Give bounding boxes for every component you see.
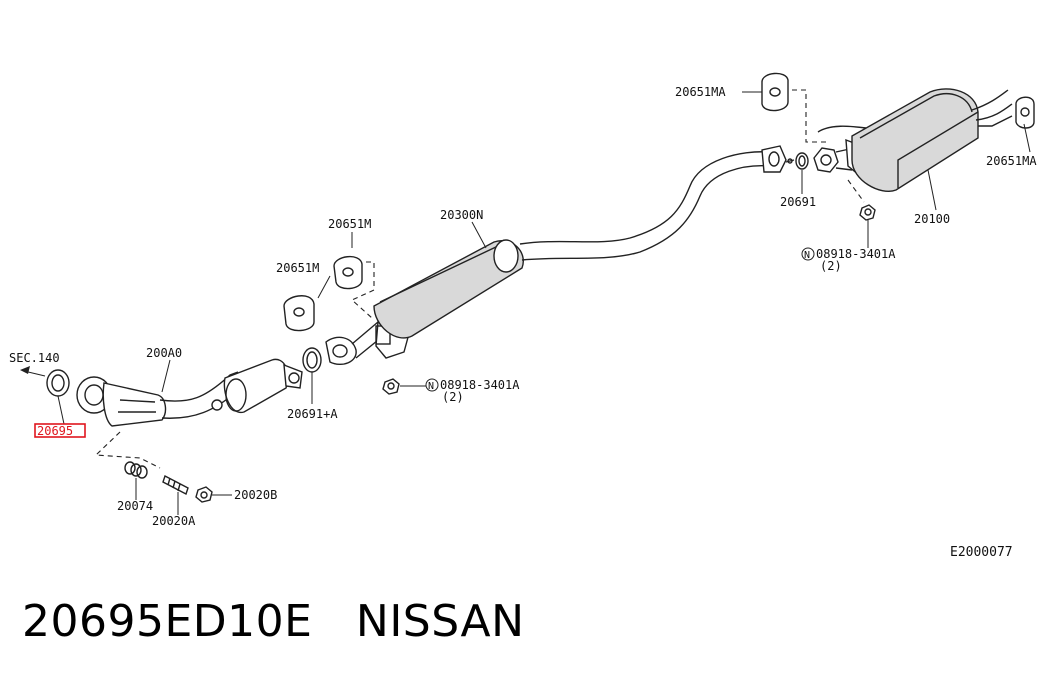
dashed-guide-mounts [351, 261, 375, 319]
label-20074[interactable]: 20074 [117, 499, 153, 513]
dashed-guide-rear-nut [847, 179, 865, 203]
spring-20074[interactable] [124, 461, 148, 479]
leader-20695 [57, 395, 65, 425]
n-symbol-rear: N [801, 247, 815, 261]
label-20020A[interactable]: 20020A [152, 514, 196, 528]
label-08918-front[interactable]: 08918-3401A [440, 378, 520, 392]
stud-20020A[interactable] [162, 474, 189, 496]
label-20695[interactable]: 20695 [37, 424, 73, 438]
label-08918-rear-qty: (2) [820, 259, 842, 273]
label-08918-rear[interactable]: 08918-3401A [816, 247, 896, 261]
dashed-guide-rear-mount [792, 89, 826, 143]
svg-text:N: N [804, 250, 810, 261]
label-20651M-upper[interactable]: 20651M [328, 217, 371, 231]
nut-08918-front[interactable] [382, 378, 400, 395]
part-number-caption: 20695ED10E NISSAN [22, 596, 525, 647]
highlight-box-20695 [34, 423, 86, 438]
dashed-guide-stud [94, 431, 161, 469]
nut-20020B[interactable] [195, 486, 213, 503]
leader-20651MA-right [1023, 123, 1031, 153]
gasket-20691A[interactable] [302, 347, 322, 373]
label-20691[interactable]: 20691 [780, 195, 816, 209]
label-20691A[interactable]: 20691+A [287, 407, 338, 421]
label-08918-front-qty: (2) [442, 390, 464, 404]
svg-text:N: N [428, 381, 434, 392]
label-20100[interactable]: 20100 [914, 212, 950, 226]
label-200A0[interactable]: 200A0 [146, 346, 182, 360]
leader-20300N [471, 221, 487, 249]
gasket-20691[interactable] [795, 152, 809, 170]
sec-140-arrow [20, 366, 46, 377]
nut-08918-rear[interactable] [859, 204, 876, 221]
leader-20100 [927, 169, 937, 211]
label-sec-140: SEC.140 [9, 351, 60, 365]
mount-20651MA-right[interactable] [1015, 96, 1035, 129]
label-20651MA-upper[interactable]: 20651MA [675, 85, 726, 99]
reference-code: E2000077 [950, 545, 1013, 560]
mount-20651MA-upper[interactable] [761, 72, 789, 112]
bolt-rear-flange[interactable] [785, 158, 795, 164]
mount-20651M-lower[interactable] [283, 295, 315, 332]
front-tube-200A0[interactable] [76, 358, 303, 427]
label-20300N[interactable]: 20300N [440, 208, 483, 222]
n-symbol-front: N [425, 378, 439, 392]
label-20020B[interactable]: 20020B [234, 488, 277, 502]
rear-muffler-20100[interactable] [813, 88, 1013, 192]
label-20651M-lower[interactable]: 20651M [276, 261, 319, 275]
mount-20651M-upper[interactable] [333, 256, 363, 290]
center-muffler-20300N[interactable] [325, 145, 787, 366]
gasket-20695[interactable] [46, 369, 70, 397]
leader-200A0 [161, 359, 171, 393]
leader-20651M-lower [317, 275, 331, 299]
label-20651MA-right[interactable]: 20651MA [986, 154, 1037, 168]
